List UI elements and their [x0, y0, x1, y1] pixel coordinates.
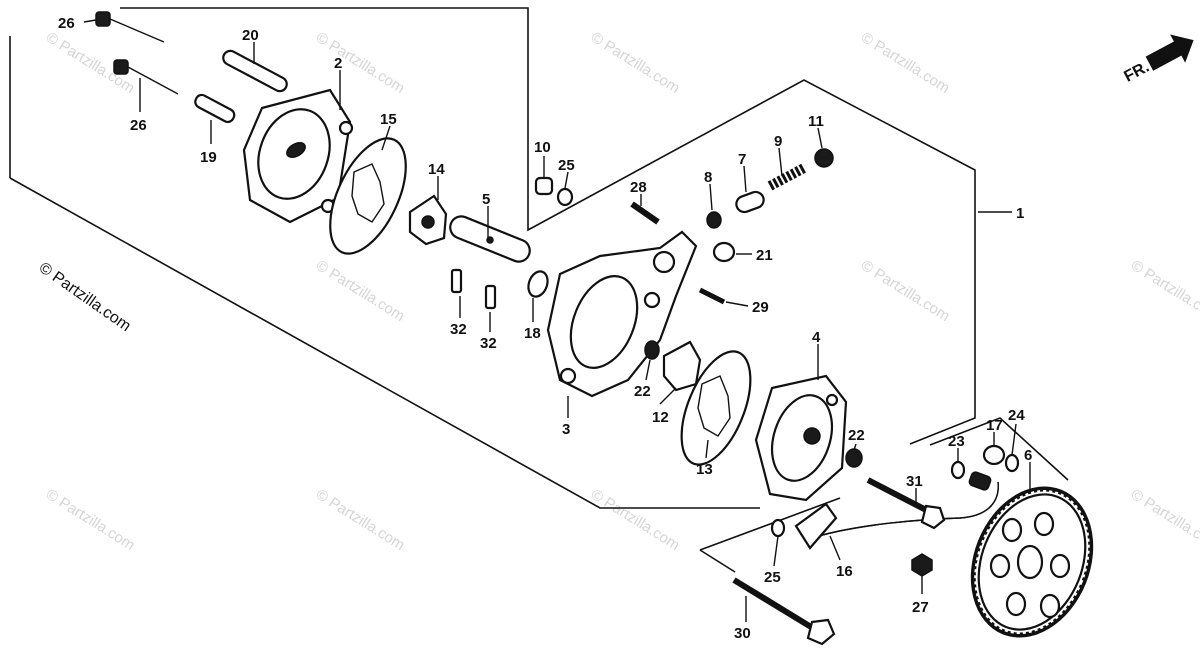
dowel-pin-19	[194, 93, 236, 124]
inner-rotor-12	[662, 340, 702, 392]
callout-12: 12	[652, 409, 669, 426]
bolt-26-upper	[95, 11, 165, 43]
pump-shaft-5	[449, 215, 531, 263]
front-direction-marker: FR.	[1121, 34, 1194, 86]
washer-23	[950, 460, 966, 480]
pin-32-a	[450, 268, 463, 294]
leader-lines	[83, 19, 1031, 622]
callout-3: 3	[562, 421, 570, 438]
callout-28: 28	[630, 179, 647, 196]
washer-22-left	[644, 340, 660, 360]
front-arrow-icon	[1145, 34, 1194, 71]
inner-rotor-14	[408, 194, 448, 246]
watermark: © Partzilla.com	[1128, 486, 1200, 554]
callout-29: 29	[752, 299, 769, 316]
watermark: © Partzilla.com	[588, 29, 683, 97]
callout-2: 2	[334, 55, 342, 72]
relief-valve-8	[706, 211, 722, 229]
callout-15: 15	[380, 111, 397, 128]
o-ring-18	[527, 270, 549, 298]
watermark: © Partzilla.com	[858, 29, 953, 97]
callout-11: 11	[808, 113, 824, 130]
cap-10	[534, 176, 554, 196]
watermark: © Partzilla.com	[1128, 257, 1200, 325]
plug-21	[712, 241, 736, 263]
callout-17: 17	[986, 417, 1003, 434]
nut-27	[911, 553, 933, 577]
callout-32-a: 32	[450, 321, 467, 338]
pump-cover-4	[754, 374, 848, 502]
callout-26-upper: 26	[58, 15, 75, 32]
washer-25-lower	[770, 518, 786, 538]
watermark: © Partzilla.com	[313, 29, 408, 97]
callout-32-b: 32	[480, 335, 497, 352]
callout-21: 21	[756, 247, 773, 264]
callout-1: 1	[1016, 205, 1024, 222]
callout-16: 16	[836, 563, 853, 580]
pin-29	[698, 287, 726, 305]
pump-cover-2	[242, 88, 354, 224]
callout-30: 30	[734, 625, 751, 642]
bolt-26-lower	[113, 59, 179, 95]
sprocket-6	[970, 486, 1094, 638]
washer-22-right	[845, 448, 863, 468]
callout-26-lower: 26	[130, 117, 147, 134]
dowel-pin-20	[222, 49, 288, 93]
pump-body-3	[546, 230, 698, 398]
callout-23: 23	[948, 433, 965, 450]
direction-label: FR.	[1121, 58, 1152, 85]
callout-4: 4	[812, 329, 821, 346]
callout-18: 18	[524, 325, 541, 342]
plug-11	[814, 148, 834, 168]
outer-rotor-13	[680, 350, 752, 466]
collar-17	[982, 444, 1006, 466]
o-ring-24	[1004, 453, 1020, 473]
bolt-30	[732, 577, 836, 646]
outer-rotor-15	[329, 137, 407, 255]
callout-19: 19	[200, 149, 217, 166]
callout-25-upper: 25	[558, 157, 575, 174]
callout-13: 13	[696, 461, 713, 478]
callout-10: 10	[534, 139, 551, 156]
assembly-frames	[9, 7, 1069, 573]
callout-9: 9	[774, 133, 782, 150]
callout-6: 6	[1024, 447, 1032, 464]
pin-28	[630, 201, 660, 225]
watermark: © Partzilla.com	[588, 486, 683, 554]
callout-labels: 26 26 20 2 15 19 14 5 10 25 28 8 7 9 11 …	[58, 15, 1032, 642]
callout-5: 5	[482, 191, 490, 208]
watermark: © Partzilla.com	[858, 257, 953, 325]
callout-22-left: 22	[634, 383, 651, 400]
callout-14: 14	[428, 161, 445, 178]
callout-22-right: 22	[848, 427, 865, 444]
bolt-31	[866, 477, 946, 530]
washer-25-upper	[556, 187, 574, 207]
watermark: © Partzilla.com	[313, 257, 408, 325]
watermark-left: © Partzilla.com	[36, 259, 134, 335]
callout-8: 8	[704, 169, 712, 186]
spring-9	[767, 163, 807, 191]
callout-25-lower: 25	[764, 569, 781, 586]
callout-31: 31	[906, 473, 923, 490]
callout-7: 7	[738, 151, 746, 168]
callout-24: 24	[1008, 407, 1025, 424]
callout-27: 27	[912, 599, 929, 616]
pin-32-b	[484, 284, 497, 310]
oil-pipe-16	[794, 471, 999, 550]
watermark: © Partzilla.com	[313, 486, 408, 554]
watermark: © Partzilla.com	[43, 486, 138, 554]
callout-20: 20	[242, 27, 259, 44]
relief-valve-7	[735, 190, 765, 214]
